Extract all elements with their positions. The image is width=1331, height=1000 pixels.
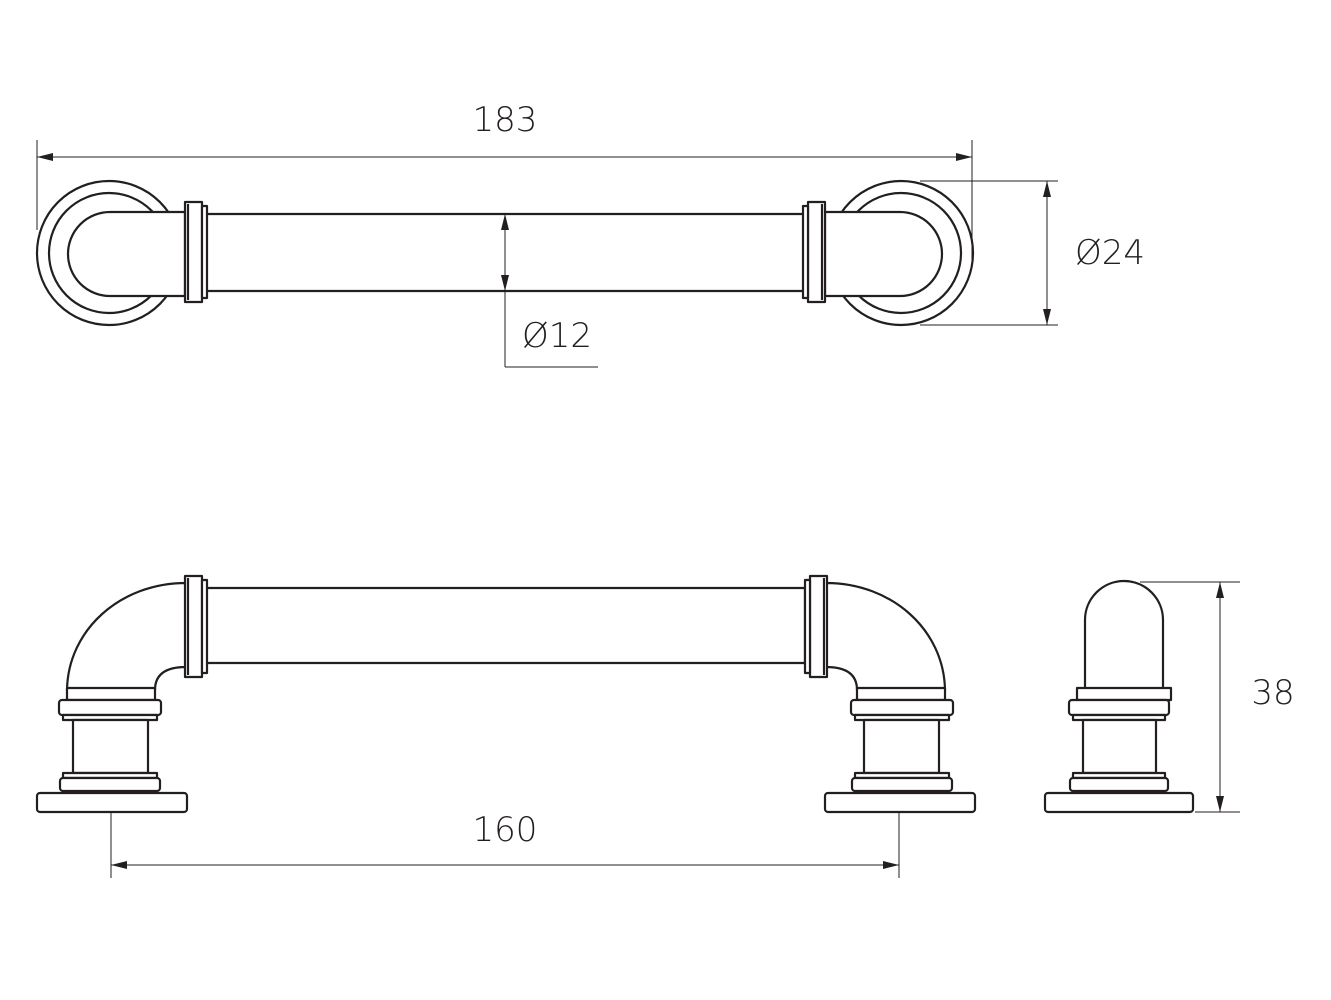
bar-front: [203, 586, 807, 665]
label-overall-length: 183: [472, 100, 538, 140]
front-view: [35, 574, 977, 814]
left-elbow: [35, 574, 209, 814]
label-projection: 38: [1251, 673, 1295, 713]
right-rosette: [801, 179, 975, 327]
dimension-d12: [501, 214, 598, 368]
label-rosette-diameter: Ø24: [1074, 233, 1146, 273]
label-hole-spacing: 160: [472, 810, 538, 850]
dimension-183: [36, 140, 973, 262]
right-elbow: [803, 574, 977, 814]
side-view: [1043, 579, 1195, 814]
label-bar-diameter: Ø12: [521, 316, 593, 356]
dimension-38: [1140, 581, 1240, 813]
dimension-160: [110, 812, 900, 878]
dimension-d24: [920, 180, 1058, 326]
left-rosette: [35, 179, 209, 327]
